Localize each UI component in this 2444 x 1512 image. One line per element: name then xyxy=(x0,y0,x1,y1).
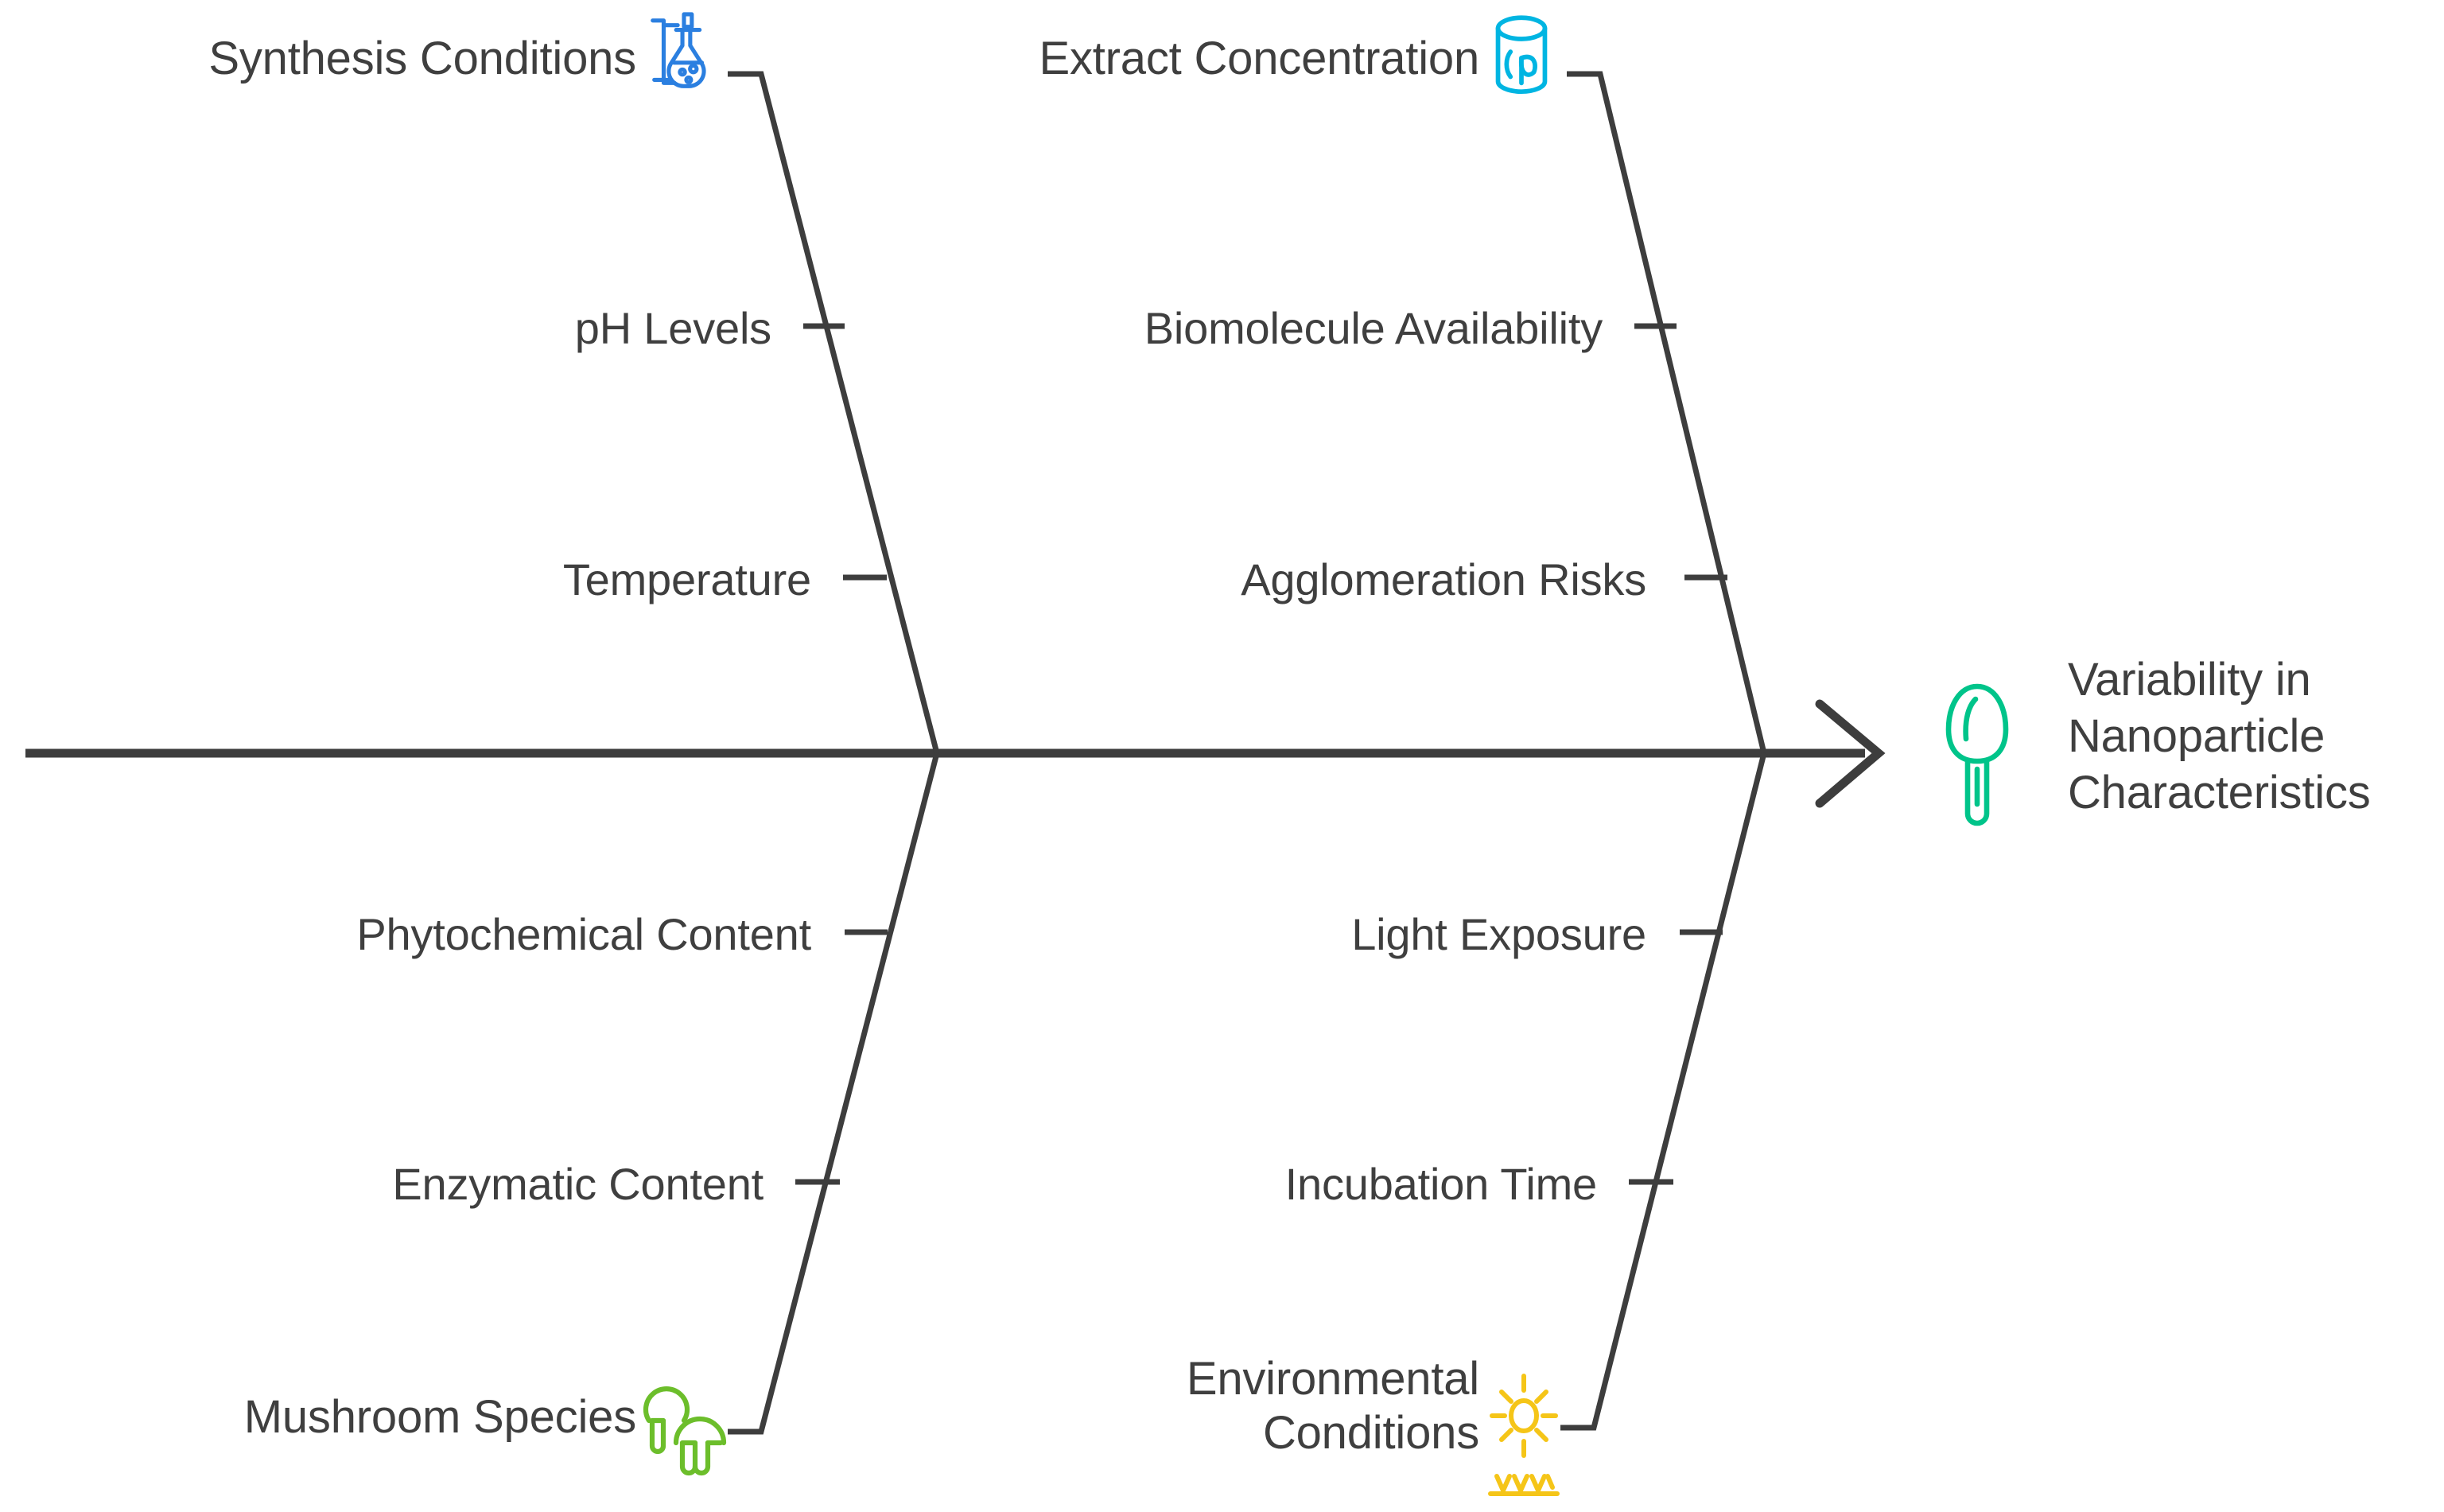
bone-mushroom-species xyxy=(728,752,940,1435)
cause-label-enzymatic-content: Enzymatic Content xyxy=(392,1159,764,1209)
vial-leaf-icon xyxy=(1486,11,1557,99)
cause-label-incubation-time: Incubation Time xyxy=(1284,1159,1598,1209)
cause-label-ph-levels: pH Levels xyxy=(574,303,771,353)
cause-label-light-exposure: Light Exposure xyxy=(1351,909,1646,959)
cause-label-temperature: Temperature xyxy=(562,554,811,604)
cause-label-phytochemical-content: Phytochemical Content xyxy=(356,909,811,959)
mushroom-icon xyxy=(1939,680,2015,828)
bone-synthesis-conditions xyxy=(728,71,940,754)
flask-stand-icon xyxy=(646,11,722,99)
spine-arrowhead xyxy=(1815,699,1886,808)
bone-extract-concentration xyxy=(1567,71,1767,754)
category-label-extract-concentration: Extract Concentration xyxy=(1039,33,1479,84)
effect-label-line-1: Variability in xyxy=(2068,654,2311,705)
category-label-line-1: Environmental xyxy=(1186,1353,1479,1405)
cause-label-biomolecule-availability: Biomolecule Availability xyxy=(1144,303,1603,353)
effect-label-line-2: Nanoparticle xyxy=(2068,709,2325,762)
bone-environmental-conditions xyxy=(1560,752,1767,1431)
category-label-line-2: Conditions xyxy=(1262,1407,1479,1460)
effect-label: Variability in Nanoparticle Characterist… xyxy=(2068,652,2444,821)
category-label-mushroom-species: Mushroom Species xyxy=(243,1391,636,1443)
cause-label-agglomeration-risks: Agglomeration Risks xyxy=(1241,554,1646,604)
category-label-environmental-conditions: Environmental Conditions xyxy=(946,1352,1479,1461)
effect-label-line-3: Characteristics xyxy=(2068,766,2371,818)
mushrooms-icon xyxy=(636,1382,733,1476)
sun-ground-icon xyxy=(1487,1366,1560,1502)
category-label-synthesis-conditions: Synthesis Conditions xyxy=(208,33,636,84)
